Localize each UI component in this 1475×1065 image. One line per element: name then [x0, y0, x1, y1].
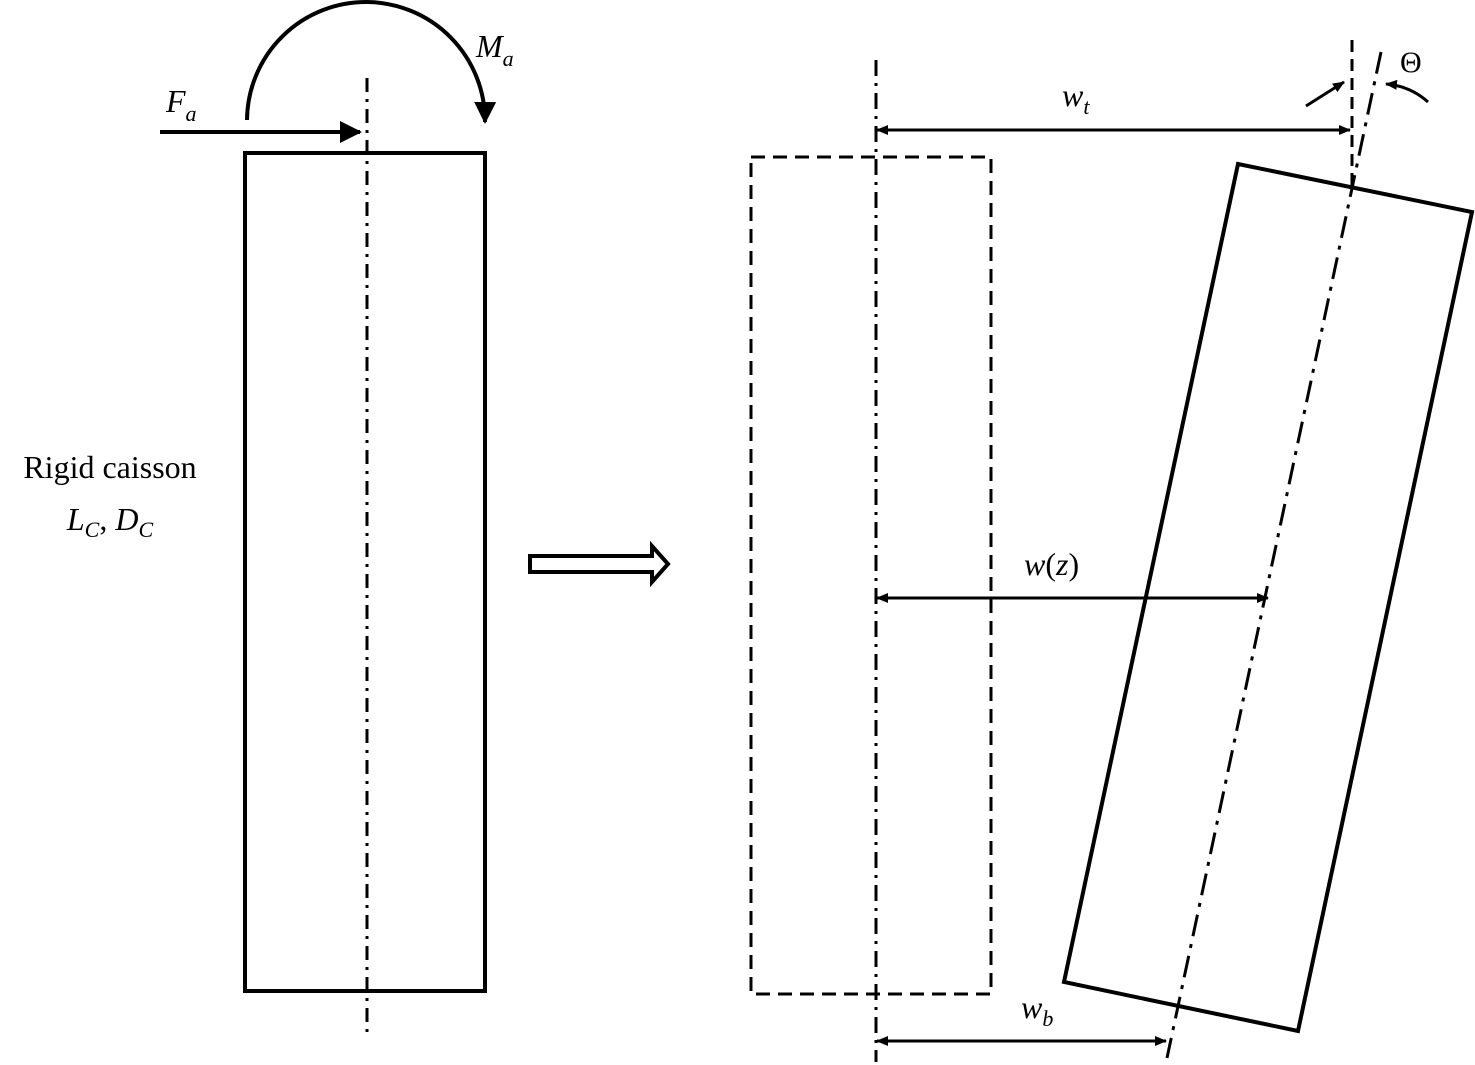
- moment-subscript: a: [503, 46, 514, 71]
- force-subscript: a: [186, 101, 197, 126]
- rotated-centerline: [1165, 51, 1383, 1059]
- depth-variable: z: [1055, 546, 1069, 582]
- force-symbol: F: [165, 83, 186, 119]
- depth-open-paren: (: [1045, 546, 1056, 582]
- rotated-caisson-rectangle: [1061, 161, 1475, 1034]
- top-displacement-label: wt: [1062, 77, 1090, 119]
- top-displacement-subscript: t: [1083, 94, 1090, 119]
- depth-displacement-symbol: w: [1024, 546, 1046, 582]
- original-caisson-group: Fa Ma Rigid caisson LC, DC: [23, 0, 514, 1032]
- moment-symbol: M: [475, 28, 505, 64]
- initial-position-outline: [749, 155, 993, 996]
- displaced-caisson-group: wt w(z) wb Θ: [749, 40, 1475, 1062]
- caisson-dimensions-label: LC, DC: [66, 501, 154, 542]
- base-displacement-subscript: b: [1042, 1006, 1053, 1031]
- transition-arrow: [528, 540, 671, 588]
- dims-separator: ,: [99, 501, 115, 537]
- rotation-arrow-right: [1385, 79, 1429, 104]
- base-displacement-label: wb: [1021, 989, 1053, 1031]
- length-subscript: C: [85, 517, 100, 542]
- top-displacement-symbol: w: [1062, 77, 1084, 113]
- diameter-subscript: C: [138, 517, 153, 542]
- depth-close-paren: ): [1068, 546, 1079, 582]
- base-displacement-symbol: w: [1021, 989, 1043, 1025]
- diameter-symbol: D: [114, 501, 138, 537]
- length-symbol: L: [66, 501, 85, 537]
- rotation-label: Θ: [1400, 46, 1422, 79]
- depth-displacement-label: w(z): [1024, 546, 1079, 582]
- rotation-arrow-left: [1305, 80, 1345, 108]
- caisson-rectangle: [243, 151, 487, 993]
- caisson-name-label: Rigid caisson: [23, 449, 196, 485]
- moment-label: Ma: [475, 28, 514, 71]
- force-label: Fa: [165, 83, 197, 126]
- moment-arrow: [245, 0, 497, 124]
